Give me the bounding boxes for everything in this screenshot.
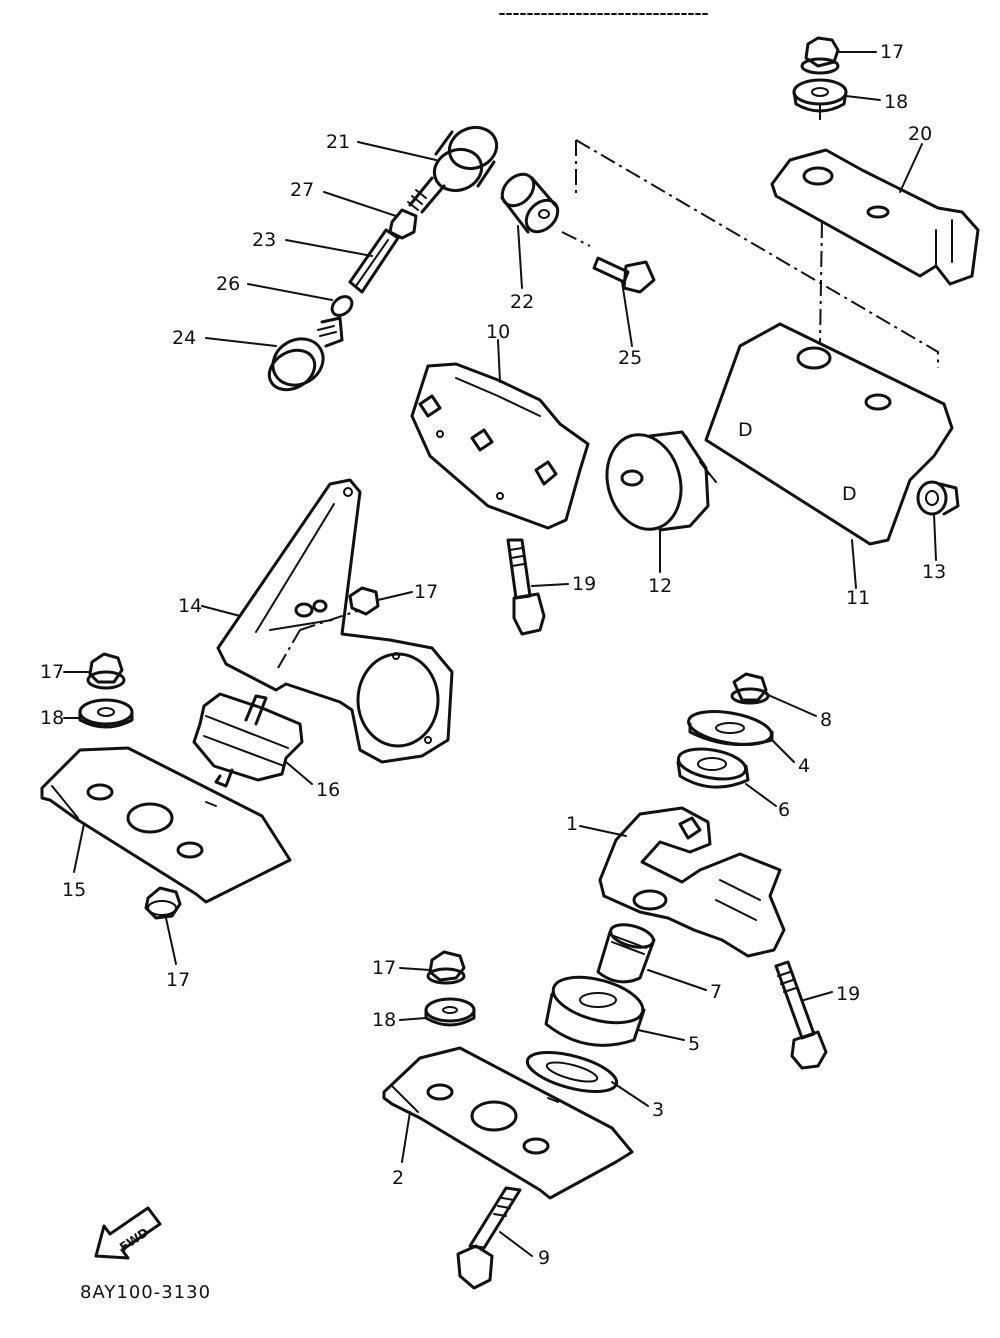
callout-22: 22: [510, 291, 534, 313]
callout-18: 18: [884, 91, 908, 113]
callout-14: 14: [178, 595, 202, 617]
callout-17: 17: [414, 581, 438, 603]
forward-label: FWD: [117, 1225, 151, 1254]
callout-18: 18: [372, 1009, 396, 1031]
part-11-cover: D D: [704, 322, 954, 546]
part-17-flange-nut-top: [800, 36, 840, 75]
callout-4: 4: [798, 755, 810, 777]
part-15-plate: [40, 746, 292, 904]
callout-labels: 21 27 23 26 24 22 25 10 17 18 20 11 12 1…: [40, 41, 946, 1269]
leader-lines: [63, 51, 937, 1257]
part-12-damper: [605, 430, 717, 532]
part-14-bracket: [216, 478, 454, 764]
center-line: [819, 221, 823, 343]
callout-10: 10: [486, 321, 510, 343]
part-17-flange-nut-right: [426, 950, 466, 985]
part-4-washer: [687, 710, 774, 746]
part-20-bracket: [770, 148, 980, 286]
part-10-bracket: [410, 362, 590, 530]
part-13-grommet: [916, 480, 960, 516]
part-17-flange-nut-mid: [348, 586, 380, 616]
part-16-rubber-mount: [192, 692, 304, 788]
callout-19: 19: [572, 573, 596, 595]
callout-19: 19: [836, 983, 860, 1005]
callout-6: 6: [778, 799, 790, 821]
callout-7: 7: [710, 981, 722, 1003]
callout-17: 17: [40, 661, 64, 683]
part-18-washer-left: [78, 698, 134, 729]
callout-23: 23: [252, 229, 276, 251]
part-2-plate: [382, 1046, 634, 1200]
callout-24: 24: [172, 327, 196, 349]
svg-text:D: D: [842, 483, 857, 505]
callout-17: 17: [880, 41, 904, 63]
callout-21: 21: [326, 131, 350, 153]
part-24-rod-end: [267, 316, 344, 392]
callout-17: 17: [166, 969, 190, 991]
part-7-collar: [596, 923, 656, 984]
part-8-flange-nut: [730, 672, 770, 705]
callout-2: 2: [392, 1167, 404, 1189]
callout-26: 26: [216, 273, 240, 295]
callout-13: 13: [922, 561, 946, 583]
callout-5: 5: [688, 1033, 700, 1055]
callout-3: 3: [652, 1099, 664, 1121]
callout-9: 9: [538, 1247, 550, 1269]
center-line: [575, 139, 939, 368]
part-1-bracket: [598, 806, 786, 958]
center-line: [277, 609, 361, 669]
callout-18: 18: [40, 707, 64, 729]
callout-1: 1: [566, 813, 578, 835]
part-19-bolt-lower: [774, 960, 828, 1070]
callout-11: 11: [846, 587, 870, 609]
part-19-bolt-upper: [506, 538, 546, 636]
callout-17: 17: [372, 957, 396, 979]
callout-15: 15: [62, 879, 86, 901]
forward-arrow-icon: FWD: [94, 1206, 162, 1260]
part-9-bolt: [456, 1186, 522, 1290]
svg-text:D: D: [738, 419, 753, 441]
part-21-rod-end: [407, 125, 499, 214]
part-6-rubber: [676, 747, 750, 789]
center-line: [561, 231, 591, 247]
part-23-sleeve: [348, 228, 400, 294]
part-22-bushing: [500, 172, 560, 234]
callout-25: 25: [618, 347, 642, 369]
callout-12: 12: [648, 575, 672, 597]
part-17-flange-nut-bottom-left: [144, 886, 182, 920]
part-26-nut: [330, 295, 354, 317]
part-18-washer-right: [424, 997, 476, 1027]
callout-27: 27: [290, 179, 314, 201]
callout-16: 16: [316, 779, 340, 801]
part-17-flange-nut-left: [86, 652, 126, 690]
drawing-code: 8AY100-3130: [80, 1282, 211, 1303]
part-3-washer: [525, 1050, 619, 1094]
part-5-rubber-block: [544, 975, 646, 1047]
part-25-bolt: [592, 256, 656, 294]
part-18-washer-top: [792, 78, 848, 113]
callout-8: 8: [820, 709, 832, 731]
callout-20: 20: [908, 123, 932, 145]
